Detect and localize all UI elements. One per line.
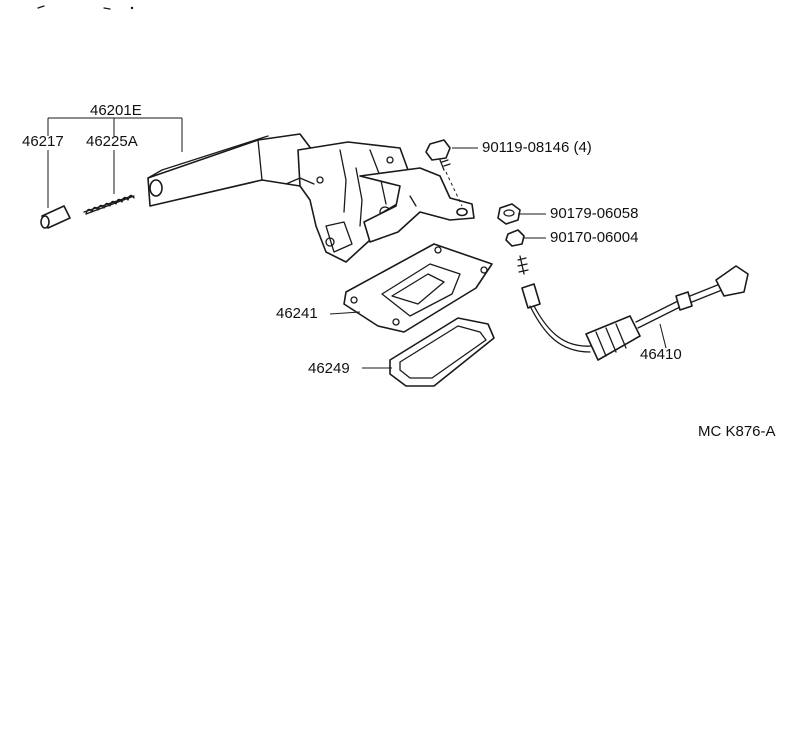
bolt: [425, 139, 463, 207]
label-boot: 46249: [308, 360, 350, 377]
spring: [83, 194, 135, 215]
grip-cap: [40, 205, 71, 229]
label-grip: 46217: [22, 133, 64, 150]
label-nut-small: 90170-06004: [550, 229, 638, 246]
small-nut: [505, 229, 525, 247]
lever-assembly: [147, 133, 475, 263]
label-plate: 46241: [276, 305, 318, 322]
diagram-code: MC K876-A: [698, 423, 776, 440]
boot-seal: [389, 317, 495, 387]
base-plate: [343, 243, 493, 333]
flange-nut: [497, 203, 521, 225]
leader-lines: [47, 117, 667, 369]
label-spring: 46225A: [86, 133, 138, 150]
label-nut: 90179-06058: [550, 205, 638, 222]
label-assembly: 46201E: [90, 102, 142, 119]
cable: [517, 255, 749, 361]
label-bolt: 90119-08146 (4): [482, 139, 592, 156]
label-cable: 46410: [640, 346, 682, 363]
scan-artifacts: [37, 5, 134, 10]
